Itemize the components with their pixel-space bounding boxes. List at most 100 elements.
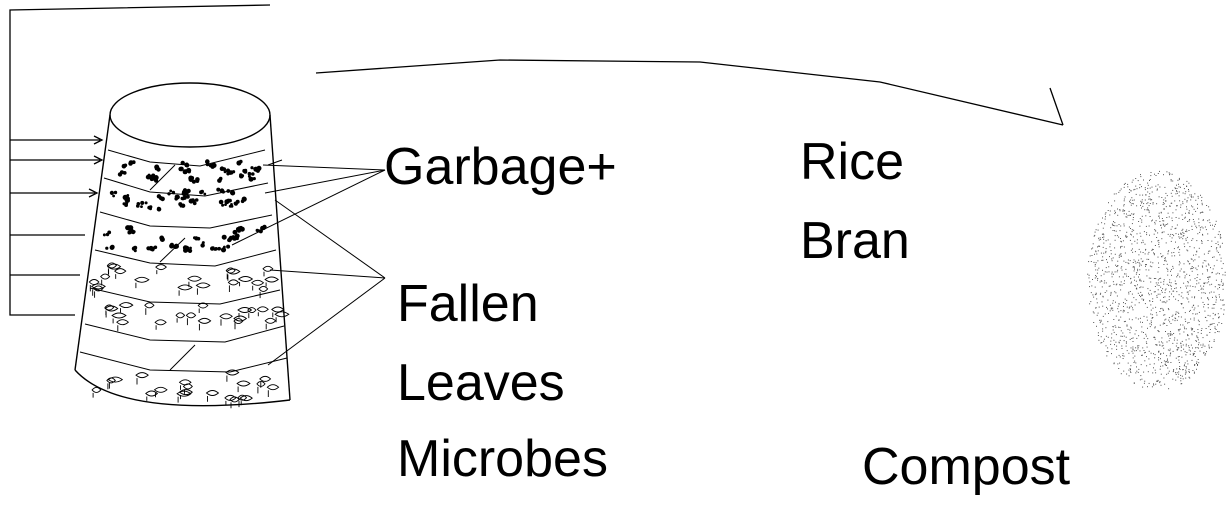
compost-dot — [1202, 301, 1204, 303]
compost-dot — [1180, 232, 1182, 234]
compost-dot — [1180, 236, 1182, 238]
compost-dot — [1112, 281, 1114, 283]
compost-dot — [1111, 337, 1113, 339]
compost-dot — [1178, 246, 1179, 248]
compost-dot — [1188, 322, 1190, 323]
garbage-speck — [140, 205, 143, 209]
compost-dot — [1134, 240, 1136, 242]
compost-dot — [1140, 280, 1142, 282]
compost-dot — [1146, 343, 1148, 344]
compost-dot — [1106, 355, 1108, 357]
compost-dot — [1128, 210, 1130, 212]
garbage-speck — [201, 241, 205, 245]
leaf-speck — [134, 276, 150, 289]
compost-dot — [1178, 373, 1180, 375]
compost-dot — [1190, 350, 1191, 352]
compost-dot — [1101, 259, 1103, 261]
compost-dot — [1222, 274, 1224, 276]
compost-dot — [1149, 323, 1151, 325]
compost-dot — [1102, 323, 1104, 325]
compost-dot — [1215, 243, 1217, 244]
compost-dot — [1155, 185, 1157, 187]
compost-dot — [1211, 240, 1213, 242]
leaf-speck — [91, 386, 102, 398]
compost-dot — [1176, 291, 1178, 293]
compost-dot — [1145, 269, 1147, 271]
compost-dot — [1207, 297, 1209, 299]
compost-dot — [1164, 259, 1166, 261]
compost-dot — [1150, 352, 1152, 354]
compost-dot — [1184, 198, 1186, 200]
compost-dot — [1123, 200, 1125, 202]
compost-dot — [1118, 303, 1120, 305]
compost-dot — [1099, 281, 1101, 283]
compost-dot — [1156, 314, 1158, 316]
compost-dot — [1092, 243, 1094, 245]
compost-dot — [1191, 258, 1193, 260]
compost-dot — [1186, 352, 1188, 353]
compost-dot — [1187, 291, 1189, 293]
garbage-speck — [237, 226, 242, 231]
garbage-speck — [183, 194, 187, 198]
compost-dot — [1168, 299, 1170, 301]
compost-dot — [1140, 291, 1142, 293]
garbage-speck — [149, 205, 153, 209]
compost-dot — [1132, 337, 1134, 339]
compost-dot — [1116, 235, 1118, 237]
compost-dot — [1150, 281, 1152, 283]
compost-dot — [1156, 188, 1158, 190]
compost-dot — [1156, 284, 1158, 286]
compost-dot — [1155, 312, 1157, 314]
compost-dot — [1169, 350, 1171, 352]
compost-dot — [1188, 182, 1190, 184]
compost-dot — [1131, 319, 1133, 321]
garbage-speck — [174, 194, 179, 199]
compost-dot — [1135, 193, 1137, 195]
compost-dot — [1156, 189, 1158, 191]
compost-dot — [1201, 204, 1203, 206]
compost-dot — [1129, 338, 1131, 340]
compost-dot — [1192, 313, 1194, 315]
layer-tick-3 — [169, 344, 196, 371]
compost-dot — [1178, 251, 1180, 253]
compost-dot — [1189, 279, 1191, 281]
leaf-speck — [256, 380, 266, 394]
compost-dot — [1190, 344, 1192, 346]
compost-dot — [1168, 172, 1170, 174]
compost-dot — [1131, 229, 1133, 231]
compost-dot — [1100, 319, 1102, 321]
compost-dot — [1160, 353, 1162, 354]
compost-dot — [1163, 352, 1164, 354]
compost-dot — [1170, 334, 1172, 336]
compost-dot — [1209, 329, 1211, 330]
compost-dot — [1123, 340, 1125, 342]
compost-dot — [1155, 175, 1157, 176]
compost-dot — [1107, 321, 1109, 323]
compost-dot — [1103, 236, 1105, 238]
compost-dot — [1138, 274, 1140, 275]
garbage-speck — [127, 230, 132, 235]
compost-dot — [1169, 321, 1171, 323]
compost-dot — [1118, 191, 1120, 193]
compost-dot — [1151, 199, 1153, 201]
compost-dot — [1107, 351, 1109, 353]
compost-dot — [1192, 370, 1194, 371]
compost-dot — [1147, 288, 1149, 290]
garbage-speck — [105, 232, 110, 237]
compost-dot — [1141, 326, 1143, 328]
compost-dot — [1180, 374, 1182, 376]
compost-dot — [1109, 214, 1111, 216]
compost-dot — [1162, 204, 1164, 205]
compost-dot — [1171, 173, 1173, 175]
compost-dot — [1137, 292, 1139, 294]
compost-dot — [1105, 345, 1107, 347]
compost-dot — [1197, 305, 1199, 307]
leaf-speck — [237, 394, 248, 408]
compost-dot — [1160, 225, 1162, 226]
compost-dot — [1212, 256, 1214, 258]
compost-dot — [1133, 213, 1135, 215]
compost-dot — [1114, 200, 1116, 202]
compost-dot — [1170, 180, 1172, 182]
compost-dot — [1193, 371, 1195, 373]
leaf-speck — [205, 390, 220, 402]
